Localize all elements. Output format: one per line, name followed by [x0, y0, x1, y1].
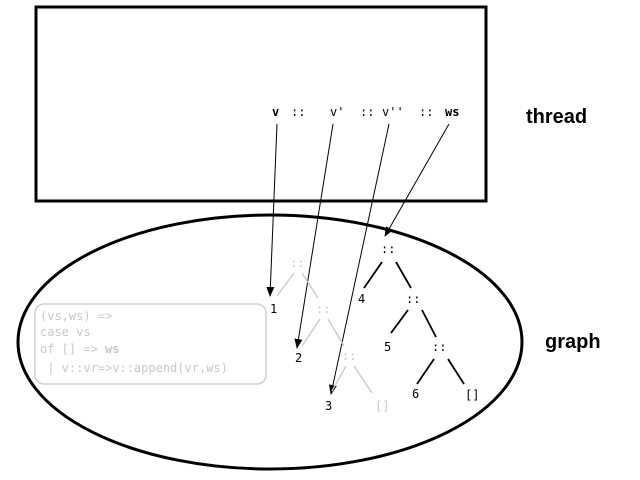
- seq-v-prime: v': [330, 105, 344, 119]
- faded-edge-1b: [301, 272, 319, 299]
- pointer-v-double-prime: [328, 123, 390, 395]
- code-line-2: case vs: [40, 325, 91, 339]
- element-6: 6: [412, 387, 419, 401]
- element-1: 1: [270, 302, 277, 316]
- edge-1a: [363, 261, 383, 289]
- code-box: [34, 303, 267, 385]
- edge-2a: [390, 309, 409, 334]
- graph-ellipse: [16, 213, 524, 471]
- seq-sep-1: ::: [291, 105, 305, 119]
- graph-label: graph: [545, 331, 601, 353]
- faded-cons-2: ::: [316, 302, 330, 316]
- code-line-1: (vs,ws) =>: [40, 309, 112, 323]
- pointer-v: [266, 123, 278, 297]
- element-4: 4: [358, 292, 365, 306]
- code-line-3-text: of [] =>: [40, 342, 105, 356]
- element-3: 3: [325, 399, 332, 413]
- faded-nil: []: [375, 399, 389, 413]
- edge-1b: [395, 261, 412, 289]
- element-5: 5: [384, 340, 391, 354]
- pointer-v-prime: [294, 123, 334, 349]
- faded-edge-1a: [276, 272, 295, 297]
- seq-sep-2: ::: [360, 105, 374, 119]
- faded-cons-1: ::: [290, 256, 304, 270]
- code-line-3-bold: ws: [105, 342, 119, 356]
- seq-sep-3: ::: [419, 105, 433, 119]
- code-line-4: | v::vr=>v::append(vr,ws): [40, 361, 228, 375]
- edge-3a: [416, 358, 435, 385]
- code-line-3: of [] => ws: [40, 342, 119, 356]
- faded-edge-2b: [327, 318, 345, 347]
- seq-v: v: [272, 105, 279, 119]
- nil: []: [465, 388, 479, 402]
- cons-1: ::: [381, 242, 395, 256]
- faded-edge-3b: [353, 365, 373, 394]
- cons-3: ::: [432, 340, 446, 354]
- faded-edge-2a: [301, 318, 321, 347]
- thread-label: thread: [526, 106, 587, 128]
- faded-edge-3a: [331, 365, 347, 392]
- thread-box: [34, 5, 488, 203]
- edge-2b: [421, 309, 437, 338]
- edge-3b: [447, 358, 465, 385]
- element-2: 2: [295, 351, 302, 365]
- seq-ws: ws: [445, 105, 459, 119]
- cons-2: ::: [406, 292, 420, 306]
- pointer-ws: [384, 123, 450, 237]
- seq-v-double-prime: v'': [382, 105, 404, 119]
- faded-cons-3: ::: [342, 349, 356, 363]
